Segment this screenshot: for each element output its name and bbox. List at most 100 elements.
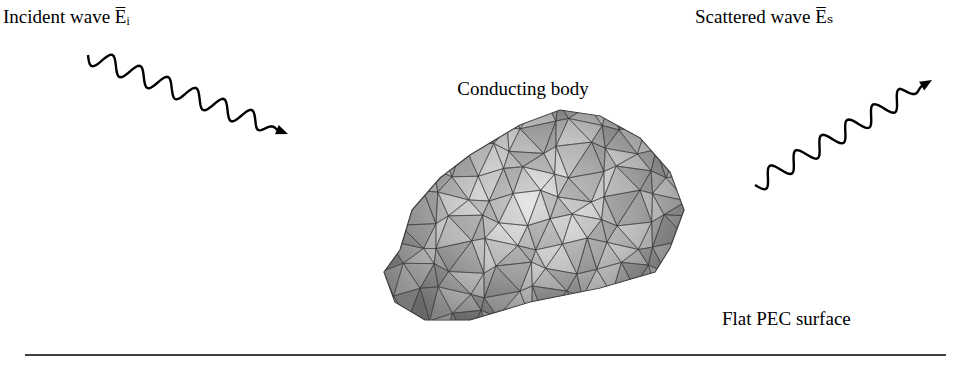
mesh-triangle	[610, 94, 633, 130]
mesh-triangle	[518, 322, 533, 346]
mesh-triangle	[671, 311, 695, 337]
mesh-triangle	[696, 145, 717, 175]
mesh-triangle	[376, 199, 388, 218]
mesh-triangle	[692, 102, 722, 129]
mesh-triangle	[384, 101, 405, 130]
mesh-triangle	[653, 239, 688, 272]
mesh-triangle	[640, 171, 653, 194]
mesh-triangle	[617, 222, 652, 249]
mesh-triangle	[568, 171, 604, 202]
mesh-triangle	[678, 102, 712, 122]
mesh-triangle	[567, 291, 583, 310]
mesh-triangle	[384, 124, 405, 147]
surface-label: Flat PEC surface	[722, 308, 851, 331]
mesh-triangle	[671, 296, 695, 312]
mesh-triangle	[430, 313, 453, 345]
mesh-triangle	[419, 126, 442, 153]
mesh-triangle	[487, 317, 518, 340]
mesh-triangle	[695, 297, 715, 319]
mesh-triangle	[634, 287, 656, 320]
mesh-triangle	[471, 273, 484, 297]
mesh-triangle	[580, 314, 615, 337]
mesh-triangle	[447, 98, 461, 119]
mesh-triangle	[369, 296, 394, 312]
mesh-triangle	[544, 310, 580, 342]
mesh-triangle	[533, 317, 568, 346]
mesh-triangle	[388, 166, 401, 198]
mesh-triangle	[391, 130, 419, 154]
mesh-triangle	[647, 99, 671, 124]
arrow-head	[919, 80, 932, 90]
mesh-triangle	[685, 272, 701, 297]
mesh-triangle	[643, 288, 670, 320]
mesh-triangle	[391, 146, 419, 166]
wave-line	[755, 84, 926, 190]
mesh-triangle	[365, 312, 399, 335]
mesh-triangle	[638, 222, 652, 249]
mesh-triangle	[376, 173, 388, 201]
mesh-triangle	[415, 94, 447, 126]
mesh-triangle	[643, 312, 670, 345]
mesh-triangle	[626, 320, 643, 345]
mesh-triangle	[460, 104, 496, 121]
mesh-triangle	[474, 104, 508, 128]
mesh-triangle	[398, 320, 415, 343]
mesh-triangle	[388, 146, 401, 173]
mesh-triangle	[637, 124, 656, 154]
mesh-triangle	[401, 153, 434, 169]
mesh-triangle	[688, 239, 700, 272]
mesh-triangle	[616, 321, 630, 344]
mesh-triangle	[442, 119, 463, 152]
mesh-triangle	[617, 190, 652, 226]
mesh-triangle	[629, 320, 661, 345]
mesh-triangle	[373, 239, 389, 271]
mesh-triangle	[405, 126, 429, 153]
mesh-triangle	[626, 287, 643, 321]
mesh-triangle	[686, 200, 702, 217]
mesh-triangle	[648, 265, 666, 288]
mesh-triangle	[696, 167, 717, 200]
mesh-triangle	[370, 101, 396, 124]
mesh-triangle	[408, 320, 430, 343]
mesh-triangle	[656, 273, 685, 296]
scattered-wave-label: Scattered wave E̅ₛ	[695, 6, 833, 29]
mesh-triangle	[388, 166, 423, 198]
mesh-triangle	[544, 291, 580, 316]
mesh-triangle	[520, 121, 556, 153]
mesh-triangle	[464, 120, 494, 143]
mesh-triangle	[481, 310, 497, 334]
mesh-triangle	[666, 175, 696, 201]
mesh-triangle	[429, 98, 457, 127]
wave-arrows	[88, 55, 932, 189]
mesh-triangle	[593, 314, 626, 337]
mesh-triangle	[419, 151, 442, 169]
mesh-triangle	[593, 295, 626, 322]
mesh-triangle	[682, 122, 708, 145]
body-label: Conducting body	[457, 78, 588, 101]
mesh-triangle	[688, 217, 700, 240]
mesh-triangle	[592, 142, 606, 171]
mesh-triangle	[423, 191, 438, 224]
mesh-triangle	[664, 215, 700, 240]
mesh-triangle	[580, 298, 593, 314]
mesh-triangle	[429, 119, 457, 152]
mesh-triangle	[496, 96, 508, 128]
mesh-triangle	[472, 239, 485, 274]
mesh-triangle	[387, 218, 400, 241]
mesh-triangle	[699, 264, 712, 297]
mesh-triangle	[532, 317, 544, 346]
mesh-triangle	[681, 311, 706, 337]
triangle-mesh	[365, 94, 722, 346]
mesh-triangle	[656, 288, 685, 312]
mesh-triangle	[666, 272, 699, 296]
mesh-triangle	[457, 105, 474, 120]
mesh-triangle	[602, 99, 619, 130]
mesh-triangle	[415, 321, 443, 346]
mesh-triangle	[695, 311, 715, 334]
conducting-body	[384, 110, 684, 320]
mesh-triangle	[582, 295, 611, 314]
mesh-triangle	[496, 262, 531, 291]
arrow-head	[275, 125, 288, 134]
mesh-triangle	[434, 151, 452, 177]
